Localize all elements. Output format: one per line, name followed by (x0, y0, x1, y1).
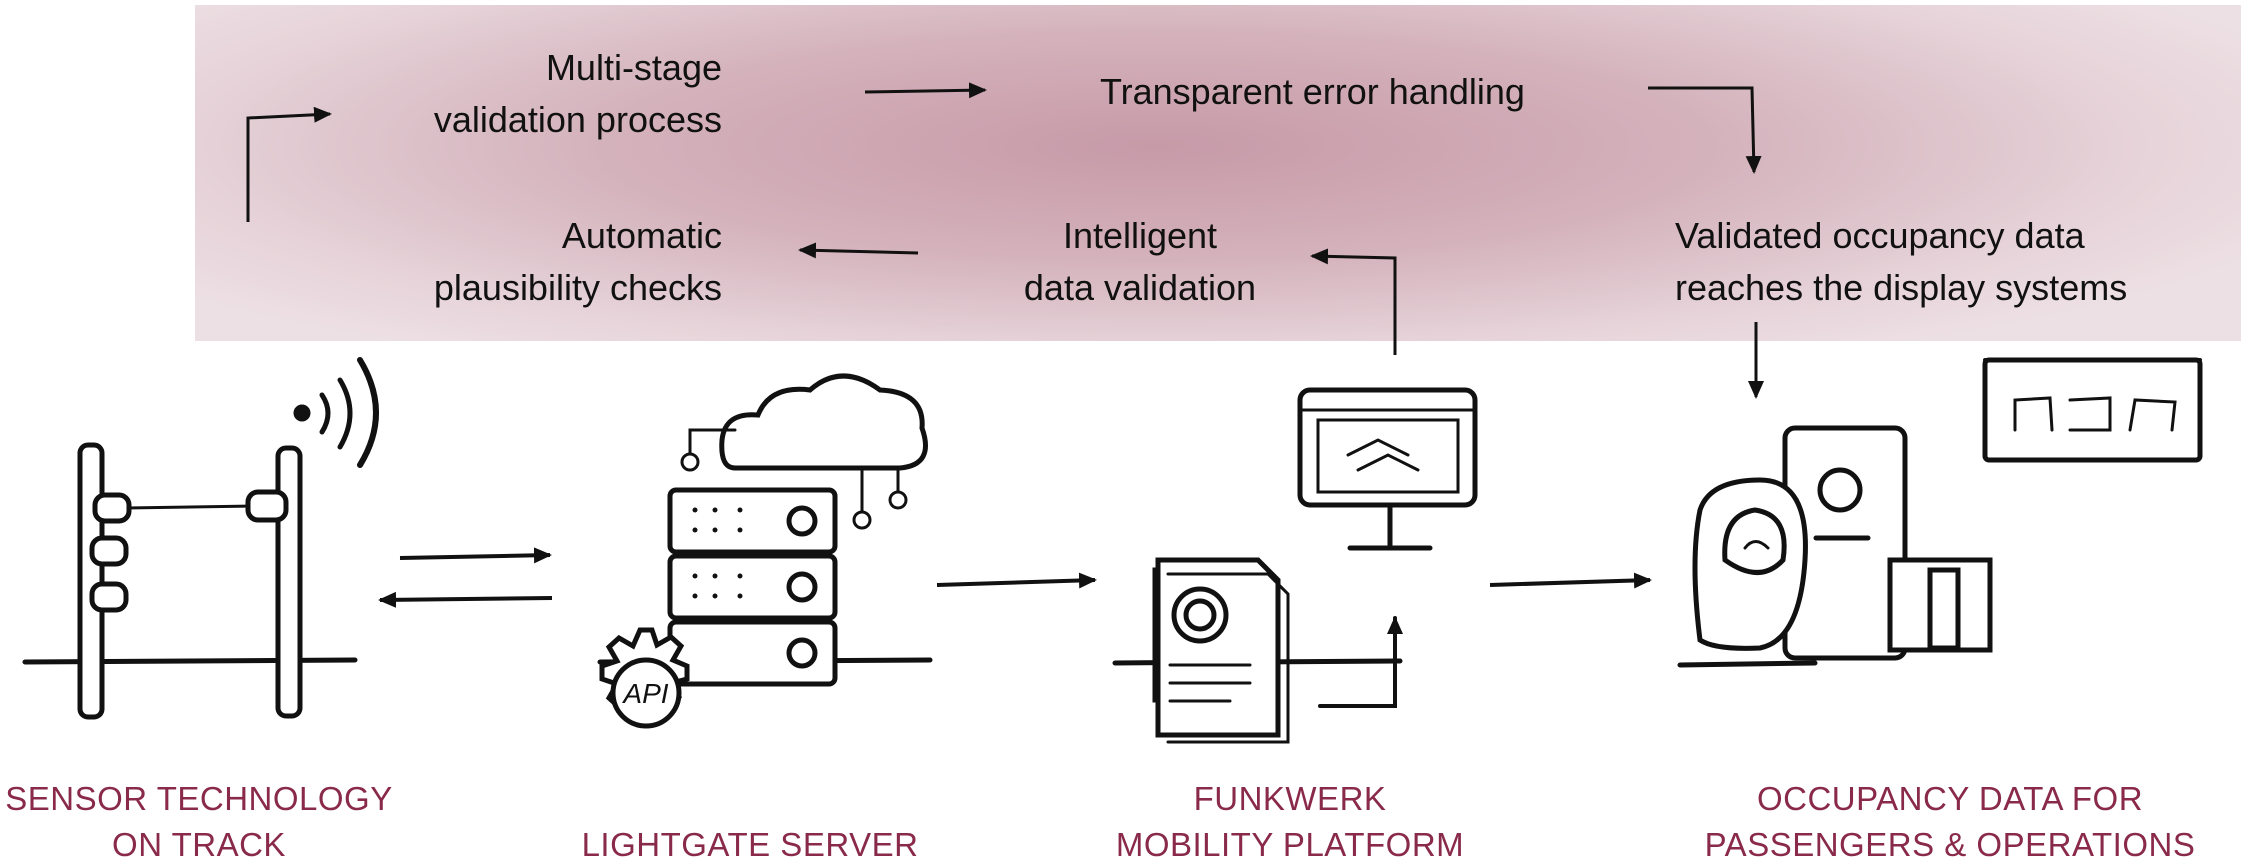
step-automatic-plausibility-checks: Automatic plausibility checks (433, 215, 722, 308)
arrow-to-automatic-checks (798, 242, 919, 259)
step-intelligent-data-validation: Intelligent data validation (1023, 215, 1257, 308)
stage-label-sensor: SENSOR TECHNOLOGY ON TRACK (5, 780, 393, 863)
step-transparent-error-handling: Transparent error handling (1100, 71, 1525, 112)
server-platform-arrow (936, 572, 1097, 589)
process-band (195, 5, 2241, 341)
arrow-to-multi-stage (246, 106, 332, 222)
process-flow-arrows (246, 82, 1764, 399)
arrow-to-transparent-error (864, 82, 987, 99)
stage-label-occupancy: OCCUPANCY DATA FOR PASSENGERS & OPERATIO… (1704, 780, 2196, 863)
sensor-server-arrows (378, 547, 553, 608)
stage-label-server: LIGHTGATE SERVER (581, 826, 919, 863)
step-validated-occupancy-data: Validated occupancy data reaches the dis… (1675, 215, 2128, 308)
sensor-track-icon (22, 357, 379, 720)
occupancy-display-icon (1677, 357, 2203, 668)
platform-icon (1112, 387, 1478, 744)
arrow-up-to-intelligent (1310, 248, 1397, 355)
api-gear-text: API (621, 678, 668, 709)
api-gear-icon (599, 627, 690, 729)
arrow-down-to-validated (1648, 86, 1762, 174)
stage-label-platform: FUNKWERK MOBILITY PLATFORM (1115, 780, 1465, 863)
platform-occupancy-arrow (1489, 572, 1652, 589)
server-cloud-icon (597, 373, 933, 729)
step-multi-stage-validation: Multi-stage validation process (433, 47, 722, 140)
